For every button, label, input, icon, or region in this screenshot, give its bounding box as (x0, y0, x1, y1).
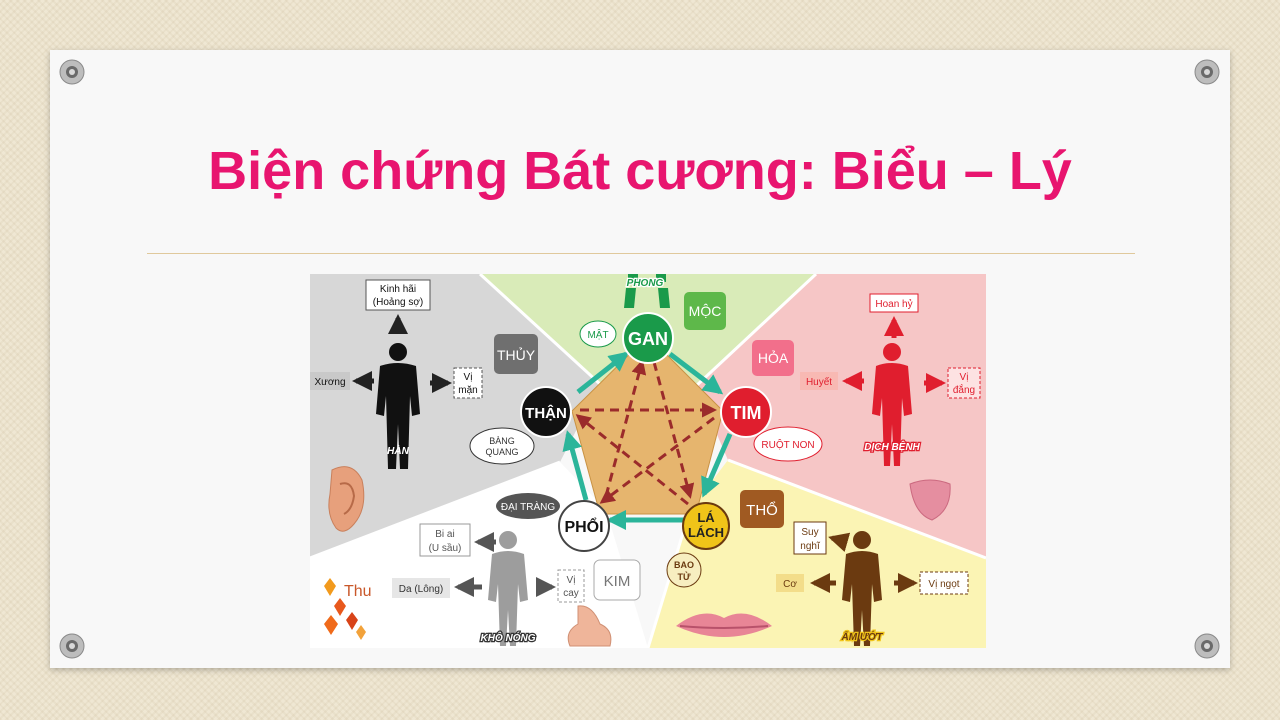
fire-tissue: Huyết (806, 376, 832, 388)
paired-bang-quang-sub: QUANG (485, 447, 518, 457)
fire-tissue-box (800, 372, 838, 390)
paired-bao-tu-bubble (666, 552, 702, 588)
climate-am-uot: ẨM ƯỚT (841, 630, 884, 643)
autumn-leaves-icon (324, 578, 366, 640)
organ-than-label: THẬN (525, 404, 567, 422)
screw-icon (59, 633, 85, 659)
tongue-icon (909, 479, 951, 521)
paired-dai-trang-bubble (496, 493, 560, 519)
organ-gan (622, 312, 674, 364)
metal-taste: Vị (567, 575, 576, 586)
fire-taste-sub: đắng (953, 383, 975, 396)
wood-figure (624, 274, 670, 308)
earth-tissue: Cơ (783, 579, 797, 590)
five-elements-diagram: PHONG HÀN Kinh hãi (Hoảng sợ) Xương Vị m… (310, 274, 986, 648)
center-pentagon (571, 335, 724, 515)
earth-tissue-box (776, 574, 804, 592)
metal-taste-box (557, 569, 585, 603)
paired-ruot-non-bubble (753, 426, 823, 462)
water-taste: Vị (464, 372, 473, 383)
climate-phong: PHONG (627, 278, 664, 289)
paired-bang-quang-bubble (469, 427, 535, 465)
paired-bao-tu: BAO (674, 560, 694, 570)
metal-emotion: Bi ai (435, 529, 454, 540)
metal-tissue: Da (Lông) (399, 584, 443, 595)
lips-icon (676, 613, 772, 637)
organ-la-lach-label-sub: LÁCH (688, 525, 724, 540)
element-thuy: THỦY (497, 346, 536, 363)
climate-kho-nong: KHÔ NÓNG (481, 631, 536, 644)
organ-tim (720, 386, 772, 438)
fire-taste: Vị (960, 372, 969, 383)
element-tho: THỔ (746, 501, 778, 519)
organ-gan-label: GAN (628, 329, 668, 349)
water-figure (376, 343, 420, 469)
water-emotion-box (365, 279, 431, 311)
metal-emotion-sub: (U sầu) (429, 542, 462, 554)
paired-ruot-non: RUỘT NON (761, 438, 814, 451)
element-thuy-box (494, 334, 538, 374)
fire-figure (872, 343, 912, 466)
organ-la-lach-label: LÁ (697, 510, 715, 525)
climate-han: HÀN (387, 444, 409, 457)
nose-icon (567, 605, 612, 647)
element-kim-box (593, 559, 641, 601)
earth-emotion: Suy (801, 527, 818, 538)
paired-dai-trang: ĐẠI TRÀNG (501, 500, 555, 513)
water-tissue-box (310, 372, 350, 390)
climate-dich-benh: DỊCH BỆNH (864, 440, 920, 453)
element-kim: KIM (604, 573, 631, 590)
water-emotion-sub: (Hoảng sợ) (373, 297, 423, 308)
metal-taste-sub: cay (563, 588, 579, 599)
season-label: Thu (344, 583, 372, 600)
screw-icon (1194, 59, 1220, 85)
water-tissue: Xương (314, 377, 345, 388)
screw-icon (1194, 633, 1220, 659)
arrow-icon (828, 532, 851, 553)
paired-mat: MẬT (587, 328, 608, 341)
element-moc-box (684, 292, 726, 330)
fire-taste-box (947, 367, 981, 399)
element-hoa-box (752, 340, 794, 376)
organ-than (520, 386, 572, 438)
organ-phoi (558, 500, 610, 552)
title-divider (147, 253, 1135, 254)
slide-title: Biện chứng Bát cương: Biểu – Lý (208, 141, 1072, 201)
controlling-cycle (575, 359, 717, 506)
organ-la-lach (682, 502, 730, 550)
ear-icon (328, 466, 365, 532)
water-emotion: Kinh hãi (380, 284, 416, 295)
earth-figure (842, 531, 882, 646)
element-tho-box (740, 490, 784, 528)
organ-tim-label: TIM (731, 403, 762, 423)
metal-tissue-box (392, 578, 450, 598)
element-hoa: HỎA (758, 349, 789, 366)
fire-emotion-box (869, 293, 919, 313)
paired-bao-tu-sub: TỬ (678, 571, 691, 582)
screw-icon (59, 59, 85, 85)
metal-figure (488, 531, 528, 646)
metal-emotion-box (419, 523, 471, 557)
organ-phoi-label: PHỔI (564, 517, 603, 536)
generating-cycle (562, 351, 733, 530)
paired-mat-bubble (579, 320, 617, 348)
earth-emotion-box (793, 521, 827, 555)
fire-emotion: Hoan hỷ (875, 298, 912, 310)
paired-bang-quang: BÀNG (489, 436, 515, 446)
earth-taste: Vị ngọt (928, 579, 959, 590)
water-taste-sub: mặn (458, 385, 477, 396)
earth-taste-box (919, 571, 969, 595)
water-taste-box (453, 367, 483, 399)
element-moc: MỘC (689, 303, 722, 319)
earth-emotion-sub: nghĩ (800, 541, 821, 552)
